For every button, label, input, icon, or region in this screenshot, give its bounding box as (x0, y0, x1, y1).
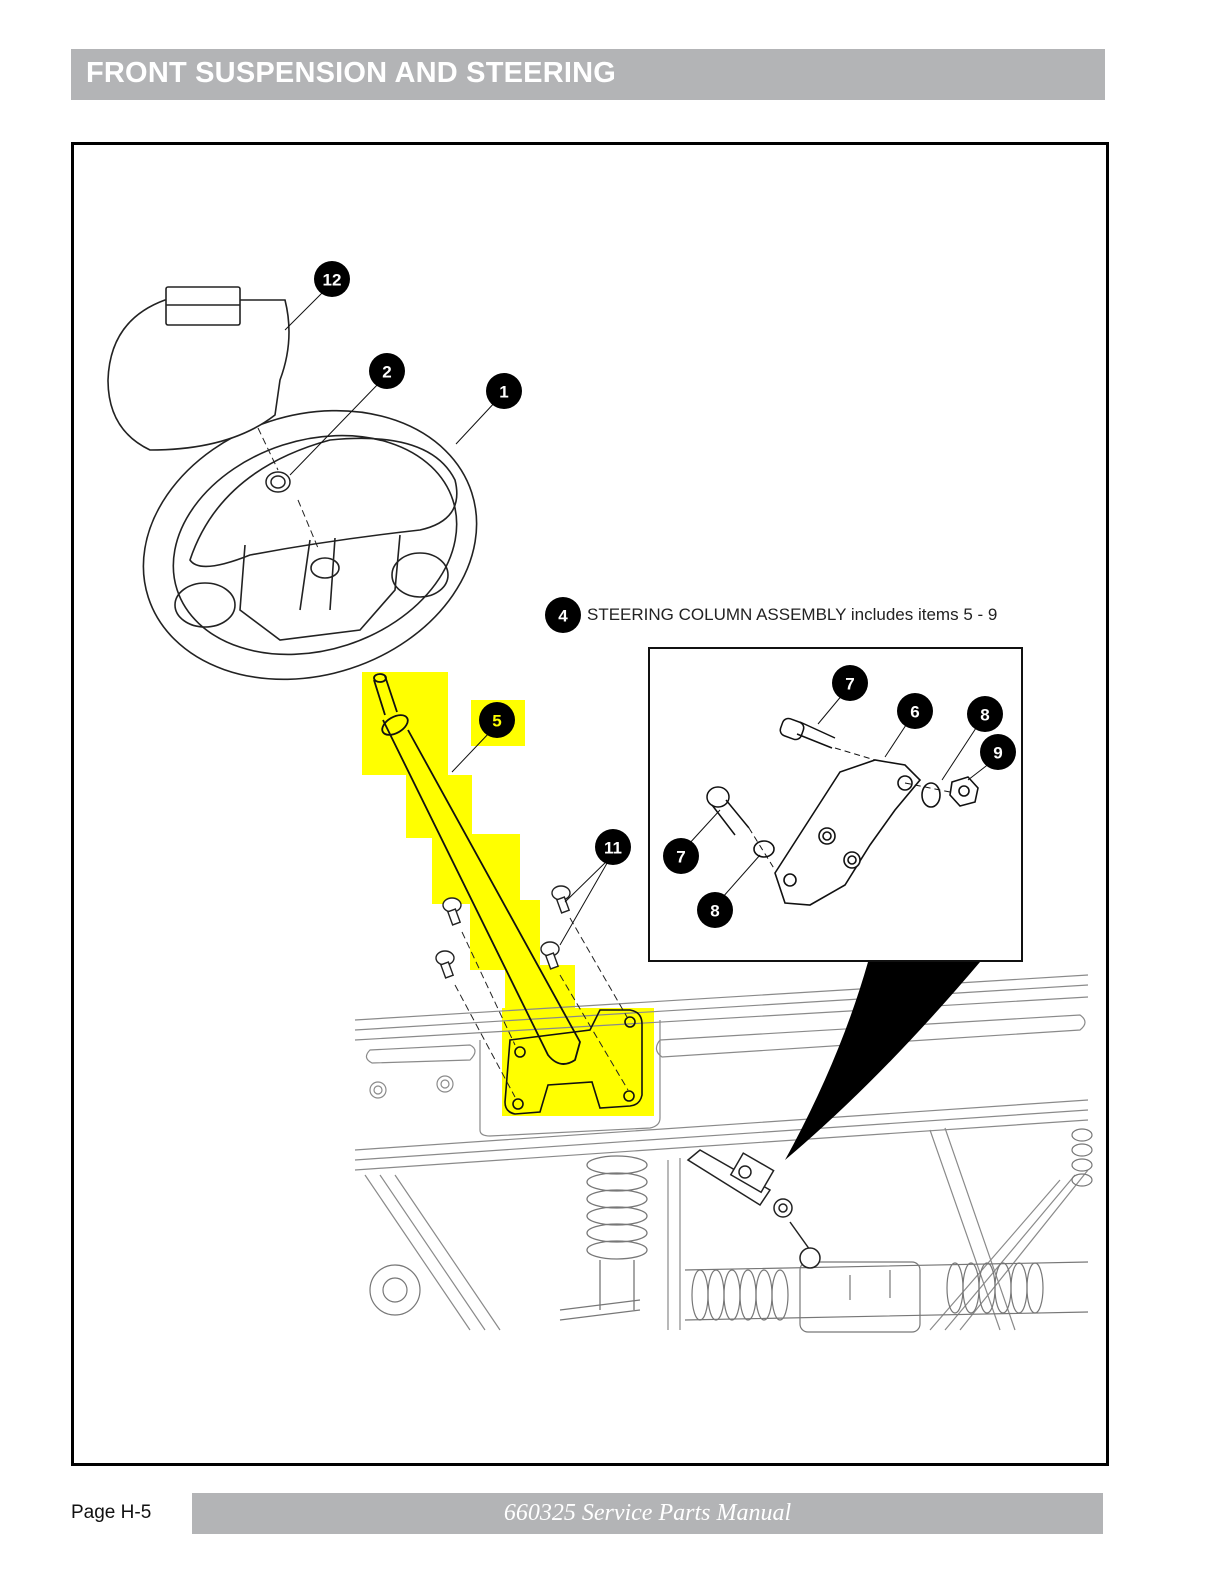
callout-7-lower: 7 (663, 838, 699, 874)
column-mount-plate (504, 1009, 643, 1115)
detail-cap-screw-upper (779, 717, 836, 749)
detail-nut (949, 776, 979, 807)
wheel-centerline (257, 427, 319, 549)
steering-wheel-nut (265, 471, 291, 493)
mounting-bolts (435, 885, 571, 979)
detail-pointer-wedge (785, 962, 980, 1160)
svg-text:5: 5 (492, 712, 501, 731)
callout-8-right: 8 (967, 696, 1003, 732)
diagram-frame (71, 142, 1109, 1466)
footer-bar: 660325 Service Parts Manual (192, 1493, 1103, 1534)
callout-4: 4 (545, 597, 581, 633)
callout-11: 11 (595, 829, 631, 865)
callout-9: 9 (980, 734, 1016, 770)
svg-text:6: 6 (910, 703, 919, 722)
installed-universal-joint (686, 1149, 821, 1269)
steering-wheel-cover (107, 286, 290, 451)
svg-text:1: 1 (499, 383, 508, 402)
callout-1: 1 (486, 373, 522, 409)
coil-spring-right (1071, 1128, 1093, 1187)
callout-5: 5 (479, 702, 515, 738)
callout-2: 2 (369, 353, 405, 389)
detail-cap-screw-lower (706, 786, 750, 836)
svg-text:9: 9 (993, 744, 1002, 763)
svg-text:7: 7 (845, 675, 854, 694)
callout-7-upper: 7 (832, 665, 868, 701)
coil-spring (586, 1155, 648, 1310)
section-header-bar: FRONT SUSPENSION AND STEERING (71, 49, 1105, 100)
svg-text:11: 11 (604, 839, 622, 858)
section-title: FRONT SUSPENSION AND STEERING (86, 57, 616, 89)
manual-title: 660325 Service Parts Manual (503, 1500, 792, 1526)
detail-lock-washers (753, 782, 941, 858)
callout-12: 12 (314, 261, 350, 297)
steering-wheel (142, 409, 478, 681)
svg-text:4: 4 (558, 607, 568, 626)
page-number: Page H-5 (71, 1502, 152, 1523)
callout-6: 6 (897, 693, 933, 729)
detail-universal-joint (774, 759, 922, 906)
leader-lines (284, 289, 991, 946)
assembly-note: STEERING COLUMN ASSEMBLY includes items … (587, 605, 998, 624)
chassis-frame (354, 974, 1089, 1331)
steering-rack (369, 1261, 1089, 1333)
svg-text:12: 12 (323, 271, 342, 290)
svg-text:2: 2 (382, 363, 391, 382)
svg-text:7: 7 (676, 848, 685, 867)
svg-text:8: 8 (980, 706, 989, 725)
svg-text:8: 8 (710, 902, 719, 921)
detail-dashed-lines (748, 747, 951, 871)
highlight-steering-column (362, 672, 654, 1116)
callout-8-lower: 8 (697, 892, 733, 928)
steering-column-tube (373, 673, 581, 1065)
